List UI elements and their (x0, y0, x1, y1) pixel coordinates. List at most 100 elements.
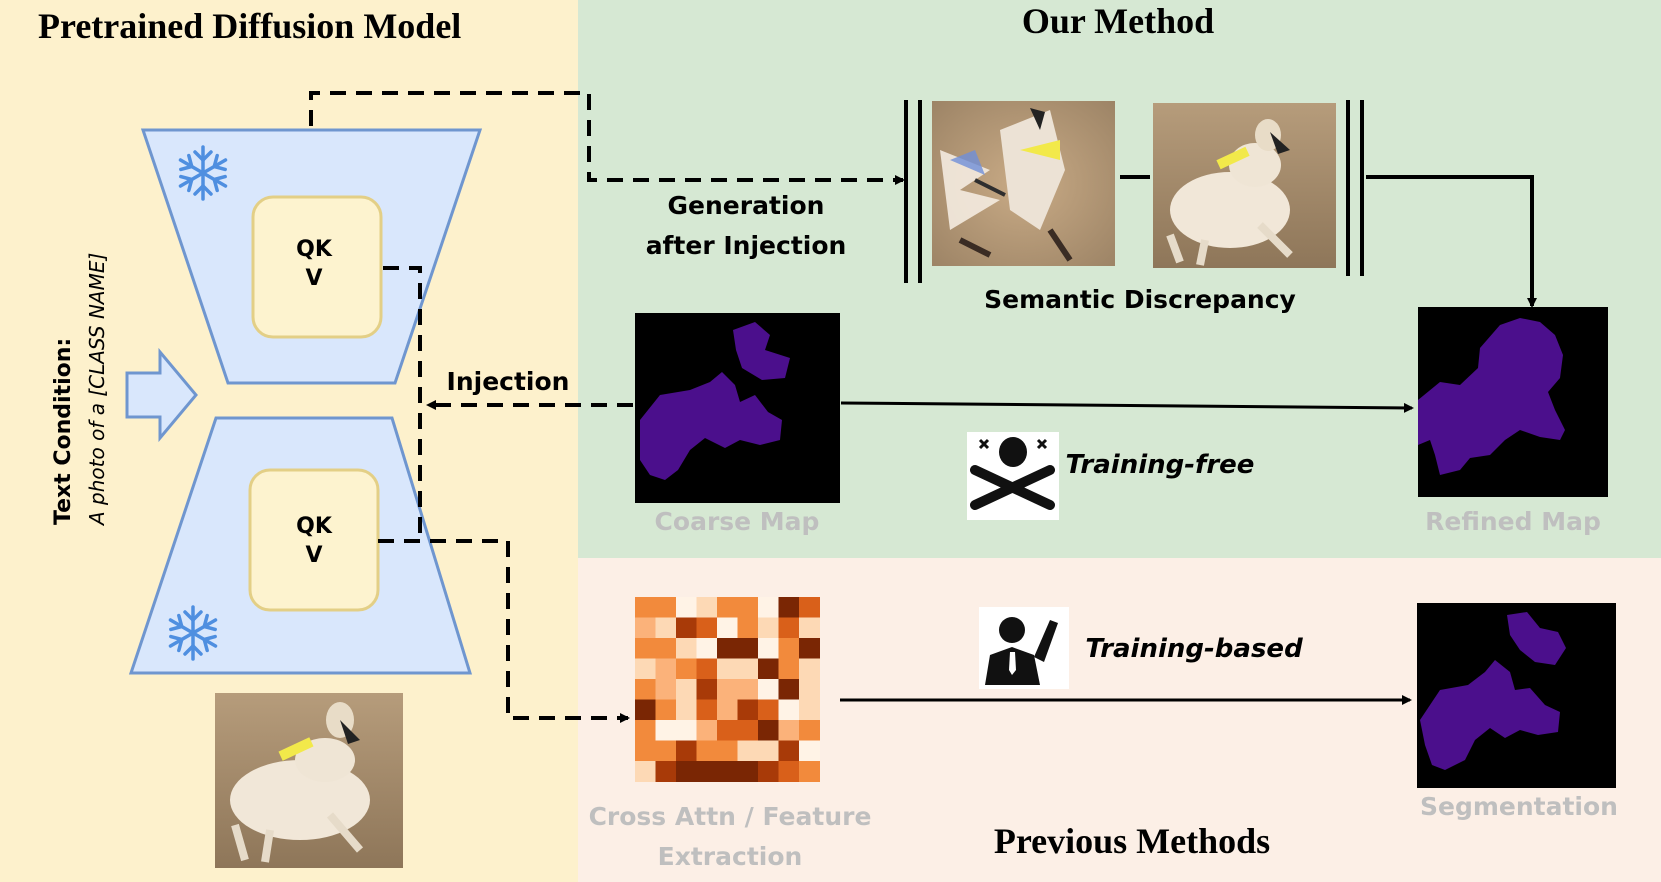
heatmap-cell (676, 740, 697, 762)
heatmap-cell (635, 740, 656, 762)
segmentation-label: Segmentation (1420, 792, 1618, 821)
heatmap-cell (676, 761, 697, 782)
heatmap-cell (778, 740, 800, 762)
heatmap-cell (758, 617, 779, 639)
heatmap-cell (778, 658, 800, 680)
heatmap-cell (676, 617, 697, 639)
heatmap-cell (696, 658, 718, 680)
no-training-skull-icon (967, 432, 1059, 520)
heatmap-cell (717, 720, 738, 741)
heatmap-cell (799, 617, 820, 639)
heatmap-cell (737, 720, 759, 741)
text-input-arrow (125, 347, 198, 443)
heatmap-cell (635, 617, 656, 639)
our-method-title: Our Method (1022, 1, 1214, 41)
encoder-block-label-v: V (305, 266, 322, 291)
input-dog-image (215, 693, 403, 868)
semantic-discrepancy-label: Semantic Discrepancy (984, 285, 1296, 314)
heatmap-cell (778, 761, 800, 782)
discrepancy-bars-right (1346, 100, 1364, 276)
heatmap-cell (676, 638, 697, 659)
heatmap-cell (799, 597, 820, 618)
heatmap-cell (799, 658, 820, 680)
heatmap-cell (696, 597, 718, 618)
heatmap-cell (737, 740, 759, 762)
text-condition: Text Condition: A photo of a [CLASS NAME… (51, 253, 109, 527)
heatmap-cell (717, 597, 738, 618)
heatmap-cell (799, 761, 820, 782)
text-condition-prompt: A photo of a [CLASS NAME] (85, 253, 109, 527)
heatmap-cell (717, 679, 738, 700)
heatmap-cell (758, 740, 779, 762)
heatmap-cell (799, 699, 820, 721)
heatmap-cell (799, 740, 820, 762)
training-based-label: Training-based (1085, 634, 1303, 664)
encoder-block-label-qk: QK (296, 237, 333, 262)
heatmap-cell (758, 597, 779, 618)
heatmap-cell (717, 658, 738, 680)
heatmap-cell (758, 679, 779, 700)
left-panel-title: Pretrained Diffusion Model (38, 6, 461, 46)
heatmap-cell (717, 617, 738, 639)
heatmap-cell (655, 638, 677, 659)
original-dog-image (1153, 103, 1336, 268)
decoder-attention-block (248, 468, 380, 612)
heatmap-cell (676, 679, 697, 700)
heatmap-cell (676, 658, 697, 680)
trainer-person-icon (979, 607, 1069, 689)
heatmap-cell (696, 720, 718, 741)
heatmap-cell (758, 658, 779, 680)
cross-attention-heatmap (635, 597, 820, 782)
heatmap-cell (635, 761, 656, 782)
refined-map (1418, 307, 1608, 497)
heatmap-cell (737, 597, 759, 618)
heatmap-cell (635, 658, 656, 680)
decoder-block-label-qk: QK (296, 514, 333, 539)
heatmap-cell (696, 699, 718, 721)
heatmap-cell (737, 761, 759, 782)
dashed-connector-encoder-qkv (383, 266, 422, 540)
encoder-attention-block (251, 195, 383, 339)
heatmap-cell (717, 761, 738, 782)
heatmap-cell (696, 638, 718, 659)
frozen-snowflake-icon (174, 145, 232, 201)
arrow-discrepancy-to-refined (1366, 175, 1537, 308)
heatmap-cell (758, 720, 779, 741)
coarse-map (635, 313, 840, 503)
heatmap-cell (799, 679, 820, 700)
heatmap-cell (635, 699, 656, 721)
heatmap-cell (696, 617, 718, 639)
cross-attn-label-line1: Cross Attn / Feature (589, 802, 872, 831)
heatmap-cell (799, 638, 820, 659)
heatmap-cell (758, 761, 779, 782)
heatmap-cell (635, 720, 656, 741)
heatmap-cell (778, 720, 800, 741)
heatmap-cell (778, 679, 800, 700)
heatmap-cell (655, 617, 677, 639)
dashed-connector-cross-attn (378, 539, 630, 723)
heatmap-cell (696, 761, 718, 782)
coarse-map-label: Coarse Map (655, 507, 820, 536)
heatmap-cell (737, 699, 759, 721)
arrow-coarse-to-refined (840, 401, 1414, 413)
cross-attn-label-line2: Extraction (658, 842, 803, 871)
previous-methods-title: Previous Methods (994, 821, 1270, 861)
heatmap-cell (737, 638, 759, 659)
heatmap-cell (758, 699, 779, 721)
heatmap-cell (717, 638, 738, 659)
heatmap-cell (655, 658, 677, 680)
heatmap-cell (778, 617, 800, 639)
heatmap-cell (717, 740, 738, 762)
generation-label-line2: after Injection (646, 231, 847, 260)
heatmap-cell (655, 699, 677, 721)
heatmap-cell (676, 720, 697, 741)
heatmap-cell (676, 597, 697, 618)
heatmap-cell (737, 658, 759, 680)
heatmap-cell (655, 597, 677, 618)
heatmap-cell (778, 597, 800, 618)
heatmap-cell (635, 638, 656, 659)
heatmap-cell (717, 699, 738, 721)
training-free-label: Training-free (1066, 450, 1255, 480)
heatmap-cell (696, 740, 718, 762)
